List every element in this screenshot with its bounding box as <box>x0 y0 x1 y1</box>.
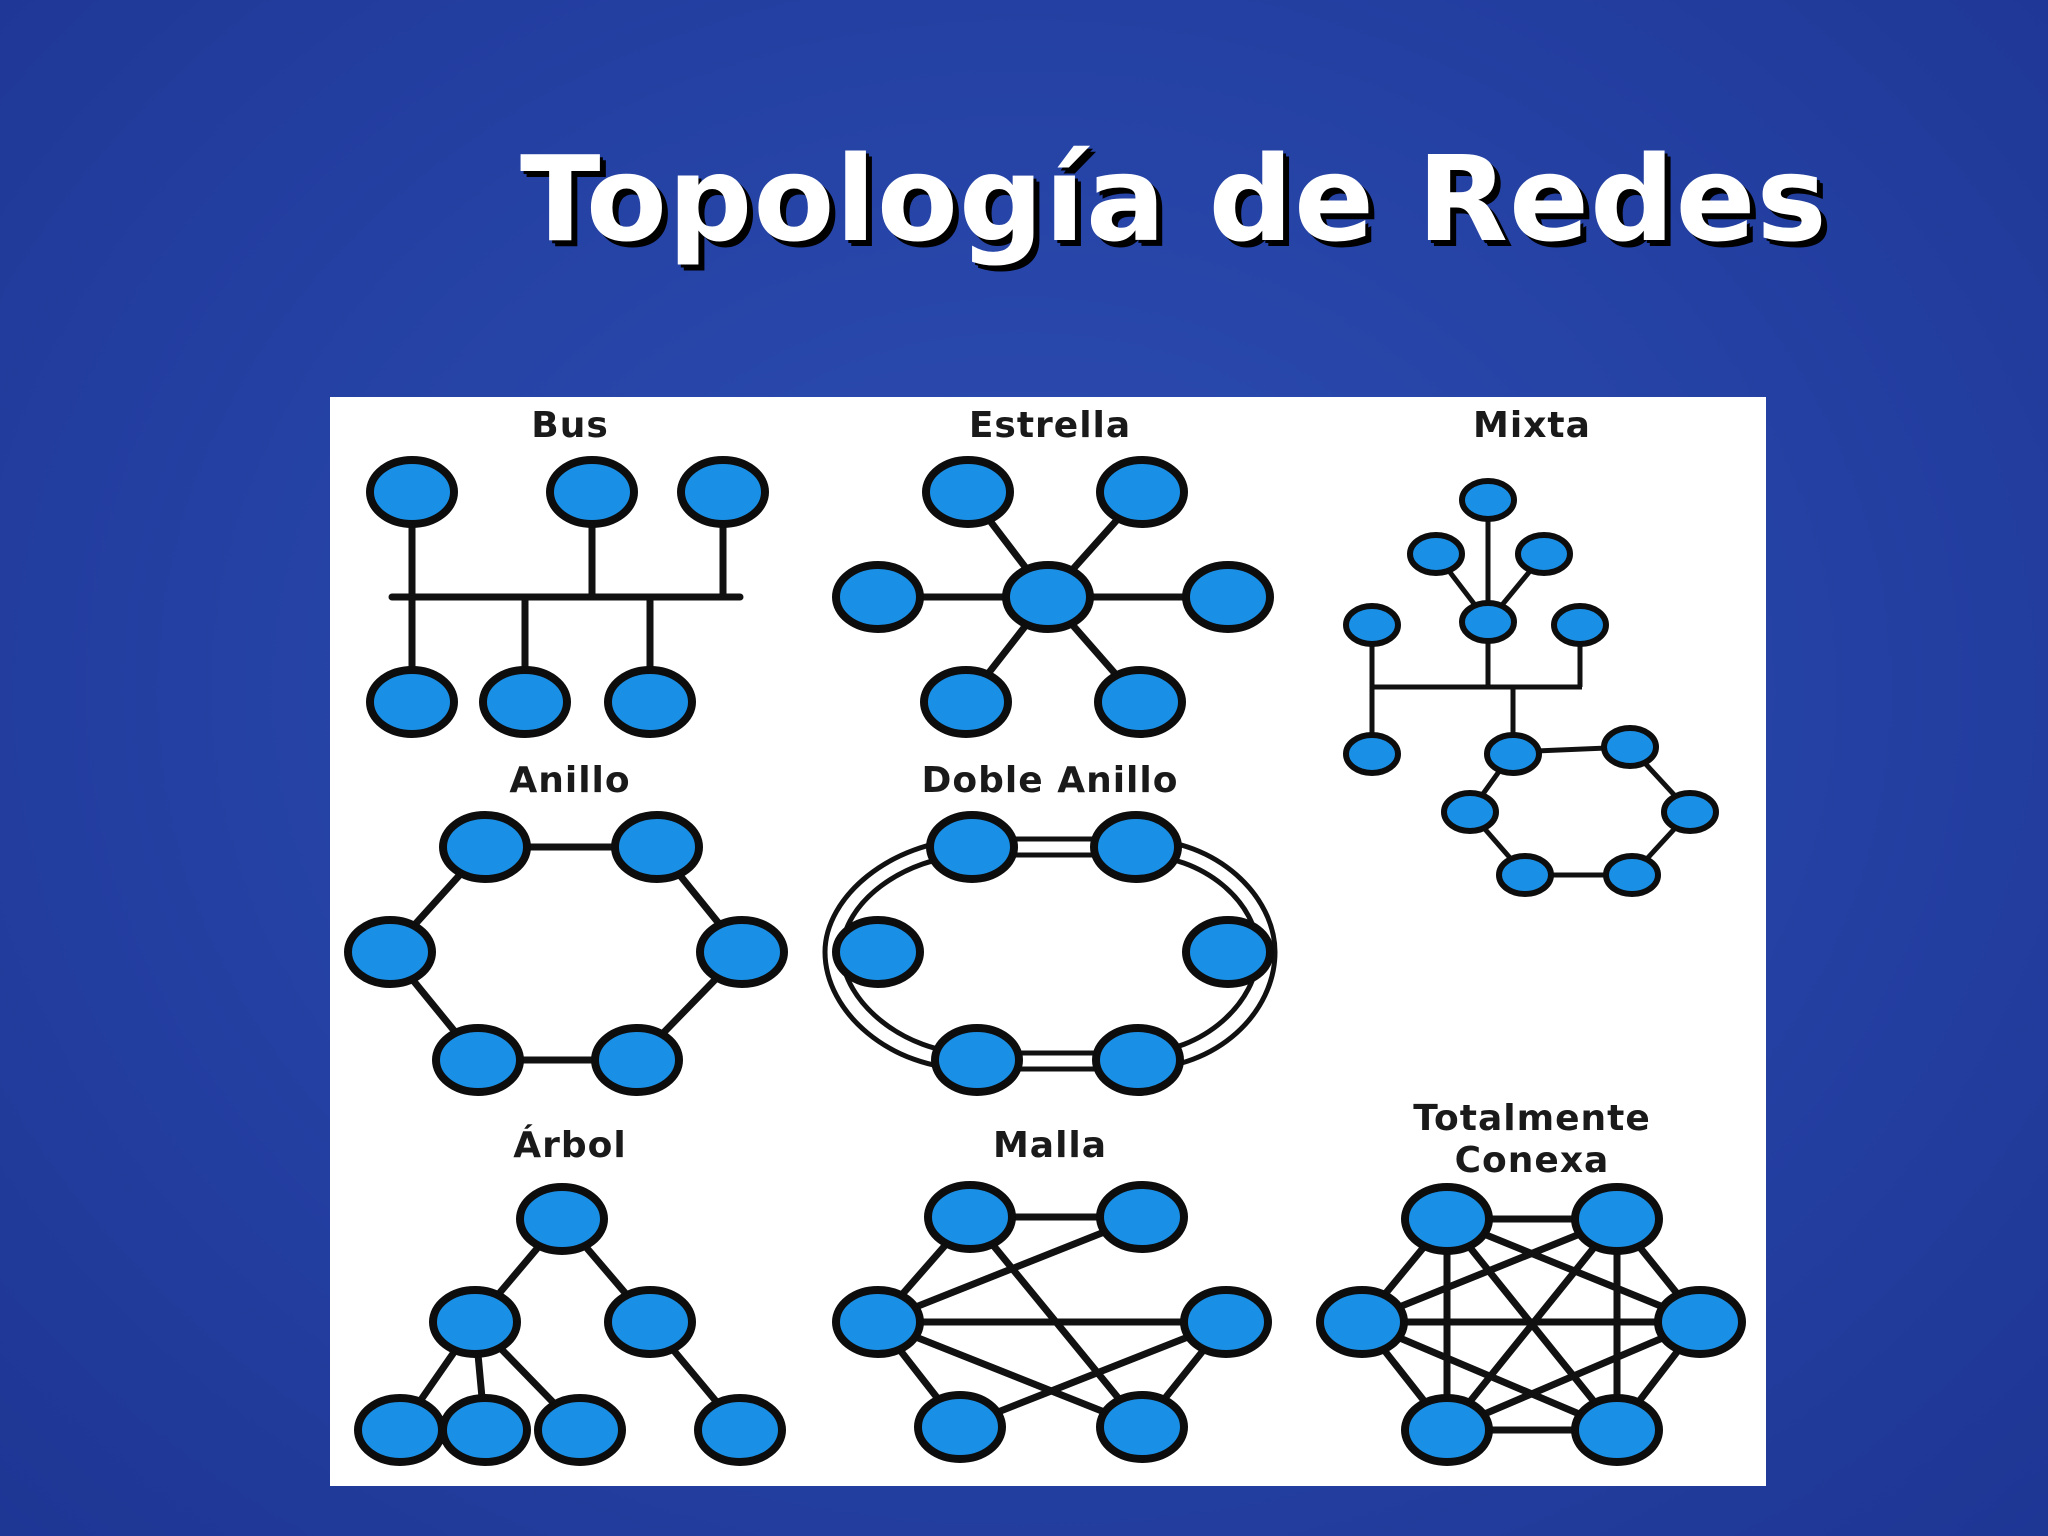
anillo-node <box>591 1024 683 1096</box>
mixta-node <box>1343 732 1401 776</box>
malla-node <box>1096 1181 1188 1253</box>
mixta-ring-node <box>1603 853 1661 897</box>
arbol-label: Árbol <box>513 1124 626 1166</box>
arbol-leaf-node <box>354 1394 446 1466</box>
estrella-hub-node <box>1002 561 1094 633</box>
mixta-ring-node <box>1661 790 1719 834</box>
estrella-node <box>1096 456 1188 528</box>
totalmente-conexa-label-line2: Conexa <box>1455 1140 1610 1181</box>
bus-node <box>366 666 458 738</box>
mixta-node <box>1459 600 1517 644</box>
anillo-node <box>432 1024 524 1096</box>
doble-anillo-inner-ring <box>839 852 1261 1056</box>
anillo-node <box>439 811 531 883</box>
doble-anillo-label: Doble Anillo <box>922 760 1179 801</box>
totalmente-conexa-node <box>1571 1394 1663 1466</box>
anillo-node <box>696 916 788 988</box>
arbol-node <box>604 1286 696 1358</box>
arbol-leaf-node <box>694 1394 786 1466</box>
doble-anillo-node <box>1092 1024 1184 1096</box>
anillo-node <box>611 811 703 883</box>
arbol-node <box>429 1286 521 1358</box>
totalmente-conexa-link <box>1358 1215 1621 1326</box>
topology-diagram: Bus Estrella <box>344 405 1746 1466</box>
anillo-ring <box>385 843 747 1064</box>
mixta-topology: Mixta <box>1343 405 1719 897</box>
malla-node <box>1096 1391 1188 1463</box>
malla-topology: Malla <box>832 1125 1272 1463</box>
mixta-ring-node <box>1484 732 1542 776</box>
malla-node <box>924 1181 1016 1253</box>
totalmente-conexa-node <box>1316 1286 1408 1358</box>
totalmente-conexa-node <box>1571 1183 1663 1255</box>
mixta-node <box>1343 603 1401 647</box>
malla-link <box>956 1318 1230 1431</box>
doble-anillo-node <box>1182 916 1274 988</box>
topology-diagram-panel: Bus Estrella <box>330 397 1766 1486</box>
malla-node <box>832 1286 924 1358</box>
bus-topology: Bus <box>366 405 769 738</box>
bus-node <box>546 456 638 528</box>
mixta-ring-node <box>1496 853 1554 897</box>
mixta-ring-node <box>1601 725 1659 769</box>
bus-node <box>604 666 696 738</box>
totalmente-conexa-node <box>1401 1183 1493 1255</box>
malla-label: Malla <box>993 1125 1107 1166</box>
totalmente-conexa-topology: Totalmente Conexa <box>1316 1098 1746 1466</box>
totalmente-conexa-node <box>1401 1394 1493 1466</box>
estrella-node <box>832 561 924 633</box>
slide-title: Topología de Redes <box>520 130 1828 268</box>
doble-anillo-node <box>931 1024 1023 1096</box>
malla-link <box>874 1213 1146 1326</box>
estrella-node <box>1094 666 1186 738</box>
totalmente-conexa-link <box>1443 1318 1704 1434</box>
mixta-node <box>1515 532 1573 576</box>
arbol-root-node <box>516 1183 608 1255</box>
malla-node <box>914 1391 1006 1463</box>
bus-node <box>479 666 571 738</box>
arbol-topology: Árbol <box>354 1124 786 1466</box>
estrella-node <box>922 456 1014 528</box>
mixta-node <box>1407 532 1465 576</box>
anillo-topology: Anillo <box>344 760 788 1096</box>
mixta-ring-node <box>1441 790 1499 834</box>
doble-anillo-node <box>926 811 1018 883</box>
mixta-node <box>1551 603 1609 647</box>
totalmente-conexa-node <box>1654 1286 1746 1358</box>
totalmente-conexa-link <box>1358 1318 1621 1434</box>
estrella-topology: Estrella <box>832 405 1274 738</box>
doble-anillo-node <box>832 916 924 988</box>
totalmente-conexa-links <box>1358 1215 1704 1434</box>
estrella-node <box>1182 561 1274 633</box>
malla-node <box>1180 1286 1272 1358</box>
totalmente-conexa-label-line1: Totalmente <box>1413 1098 1651 1139</box>
anillo-label: Anillo <box>509 760 630 801</box>
malla-link <box>874 1318 1146 1431</box>
arbol-leaf-node <box>534 1394 626 1466</box>
mixta-node <box>1459 478 1517 522</box>
doble-anillo-node <box>1090 811 1182 883</box>
mixta-label: Mixta <box>1473 405 1591 446</box>
estrella-label: Estrella <box>969 405 1131 446</box>
arbol-leaf-node <box>439 1394 531 1466</box>
bus-node <box>366 456 458 528</box>
anillo-node <box>344 916 436 988</box>
estrella-node <box>920 666 1012 738</box>
bus-node <box>677 456 769 528</box>
doble-anillo-outer-ring <box>822 836 1278 1072</box>
doble-anillo-topology: Doble Anillo <box>822 760 1278 1096</box>
bus-label: Bus <box>531 405 609 446</box>
